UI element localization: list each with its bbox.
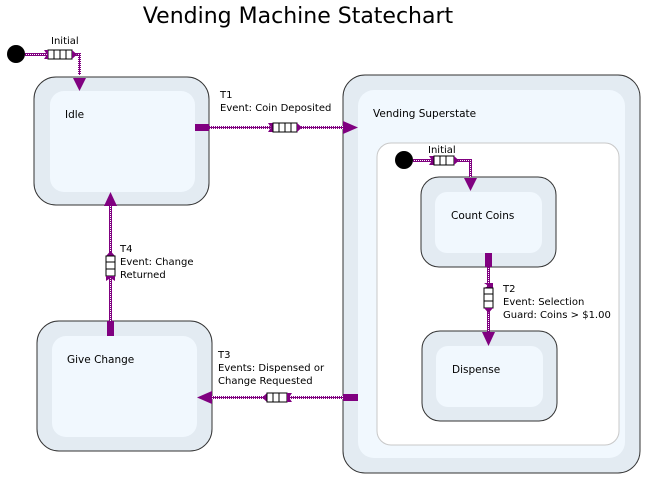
t3-id: T3 — [217, 350, 230, 361]
transition-token-icon — [268, 122, 302, 133]
transition-token-icon — [105, 251, 116, 281]
state-dispense[interactable]: Dispense — [421, 330, 558, 422]
initial-transition-inner[interactable]: Initial — [395, 145, 477, 191]
arrow-head-icon — [104, 192, 117, 206]
arrow-head-icon — [197, 391, 212, 404]
transition-t2[interactable]: T2 Event: Selection Guard: Coins > $1.00 — [482, 253, 611, 346]
initial-label-top: Initial — [51, 36, 79, 47]
initial-transition-top[interactable]: Initial — [7, 36, 86, 91]
state-idle-label: Idle — [65, 109, 84, 121]
t3-events-line1: Events: Dispensed or — [218, 363, 325, 374]
transition-token-icon — [262, 392, 292, 403]
t1-event: Event: Coin Deposited — [220, 103, 331, 114]
state-idle[interactable]: Idle — [33, 76, 210, 206]
t4-event-line1: Event: Change — [120, 257, 193, 268]
arrow-head-icon — [464, 178, 477, 191]
initial-node-icon — [7, 45, 25, 63]
transition-token-icon — [483, 283, 494, 313]
initial-label-inner: Initial — [428, 145, 456, 156]
t3-events-line2: Change Requested — [218, 376, 313, 387]
state-give-change-label: Give Change — [67, 354, 134, 366]
arrow-head-icon — [73, 78, 86, 91]
initial-node-icon — [395, 151, 413, 169]
state-count-coins[interactable]: Count Coins — [420, 176, 557, 268]
t4-id: T4 — [119, 244, 132, 255]
state-give-change[interactable]: Give Change — [36, 320, 213, 452]
transition-token-icon — [429, 155, 459, 166]
state-count-coins-label: Count Coins — [451, 210, 514, 222]
t2-guard: Guard: Coins > $1.00 — [503, 310, 611, 321]
t2-event: Event: Selection — [503, 297, 584, 308]
diagram-title: Vending Machine Statechart — [142, 4, 454, 29]
t4-event-line2: Returned — [120, 270, 166, 281]
arrow-head-icon — [482, 332, 495, 346]
state-vending-superstate-label: Vending Superstate — [373, 108, 476, 120]
transition-t1[interactable]: T1 Event: Coin Deposited — [195, 90, 358, 134]
t2-id: T2 — [502, 284, 515, 295]
transition-token-icon — [44, 49, 77, 60]
transition-t3[interactable]: T3 Events: Dispensed or Change Requested — [197, 350, 358, 404]
arrow-head-icon — [343, 121, 358, 134]
state-dispense-label: Dispense — [452, 364, 500, 376]
transition-t4[interactable]: T4 Event: Change Returned — [104, 192, 193, 336]
t1-id: T1 — [219, 90, 232, 101]
